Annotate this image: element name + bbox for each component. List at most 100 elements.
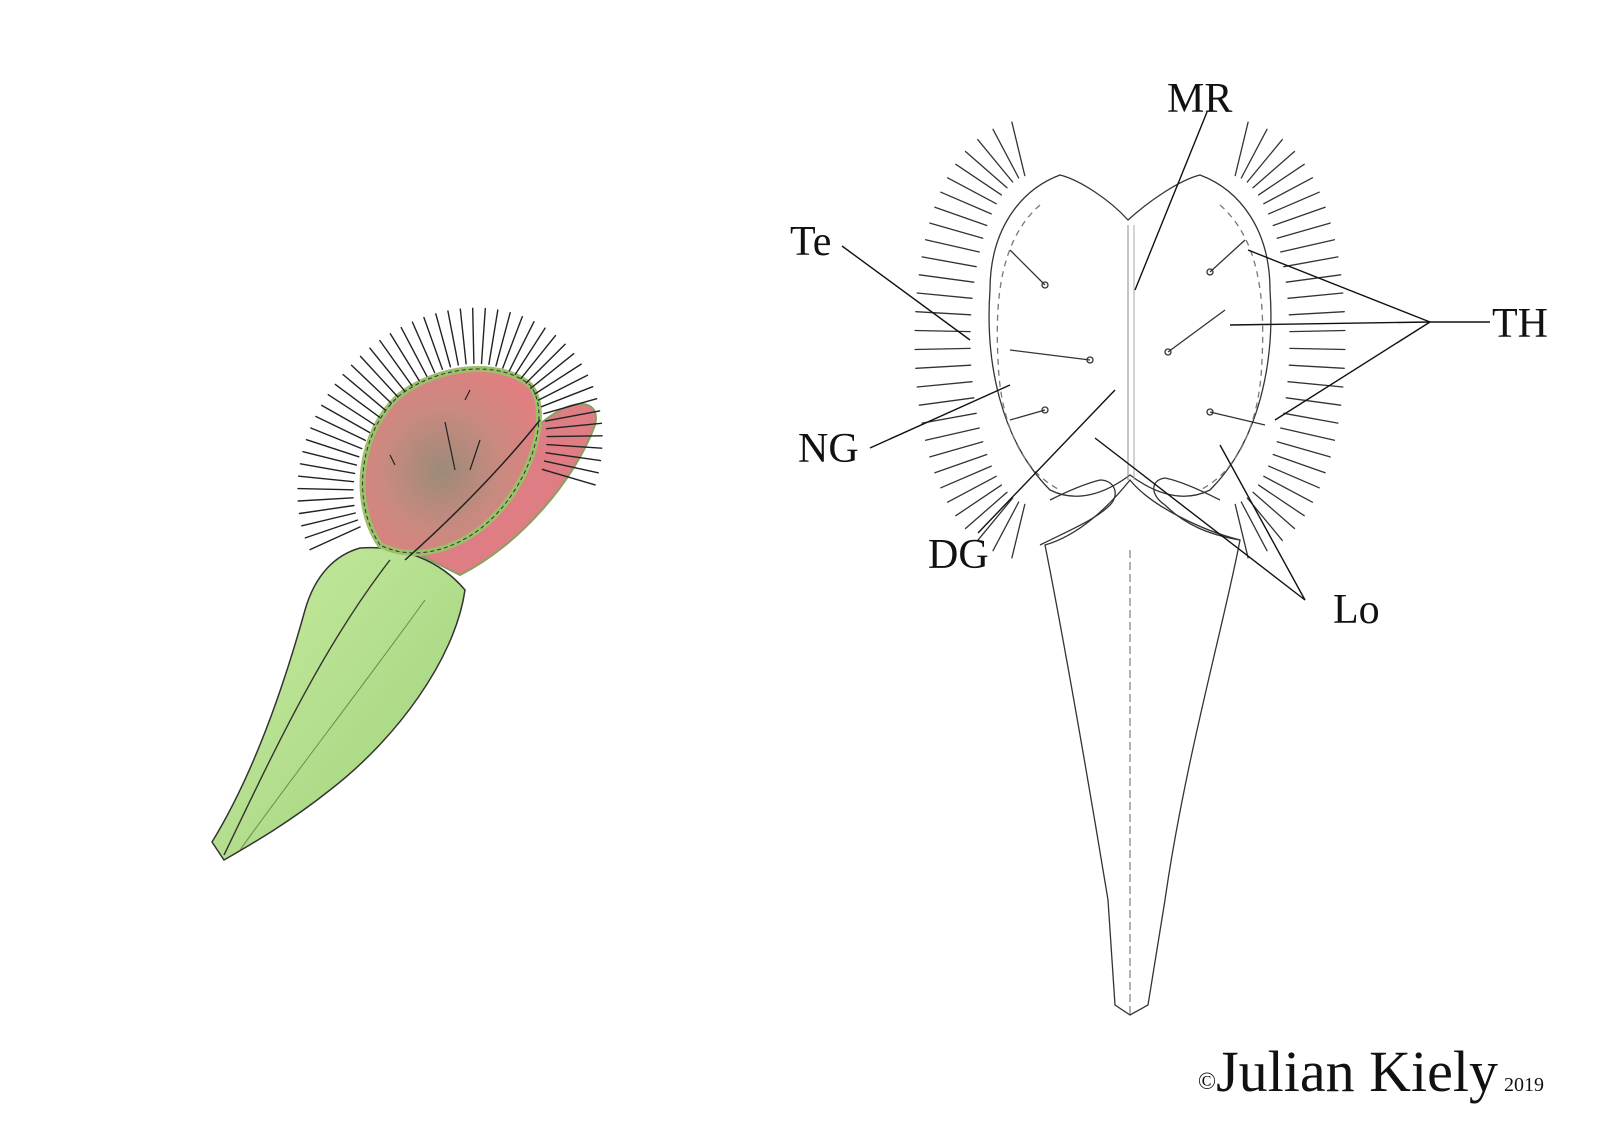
trap-tooth — [1263, 177, 1314, 205]
trap-tooth — [302, 451, 358, 466]
trap-tooth — [321, 404, 371, 434]
trap-tooth — [1288, 364, 1345, 369]
trap-tooth — [1285, 397, 1342, 406]
trap-tooth — [964, 150, 1008, 189]
trap-tooth — [1272, 206, 1326, 227]
trap-tooth — [530, 353, 575, 389]
trap-tooth — [297, 497, 354, 502]
trap-tooth — [924, 239, 980, 253]
trap-tooth — [299, 463, 356, 475]
trap-tooth — [1246, 138, 1283, 183]
trap-tooth — [543, 398, 598, 415]
copyright-notice: ©Julian Kiely 2019 — [1198, 1038, 1544, 1105]
trap-tooth — [534, 363, 582, 395]
trap-tooth — [435, 313, 452, 368]
trap-tooth — [914, 329, 971, 333]
trap-tooth — [1280, 239, 1336, 253]
label-mr: MR — [1167, 76, 1232, 122]
trap-tooth — [1263, 475, 1314, 503]
trap-tooth — [304, 519, 359, 539]
trap-tooth — [1283, 412, 1339, 424]
trap-tooth — [940, 191, 992, 215]
trap-tooth — [541, 468, 596, 486]
label-te: Te — [790, 219, 831, 265]
trap-tooth — [540, 386, 594, 408]
label-lo: Lo — [1333, 587, 1380, 633]
trap-tooth — [298, 504, 355, 515]
trap-tooth — [1257, 484, 1305, 517]
trap-tooth — [921, 256, 977, 268]
colored-trap-illustration — [211, 307, 603, 862]
trap-tooth — [480, 307, 486, 365]
trap-tooth — [1289, 329, 1346, 333]
trap-tooth — [977, 138, 1014, 183]
trap-tooth — [400, 326, 428, 377]
lobe-outline — [988, 174, 1272, 497]
trap-tooth — [545, 422, 603, 430]
leader-lines — [841, 111, 1490, 601]
trap-tooth — [525, 343, 566, 384]
trap-tooth — [1287, 292, 1344, 299]
petiole-outline — [1044, 478, 1241, 1016]
trap-tooth — [921, 412, 977, 424]
trap-tooth — [305, 439, 360, 458]
trap-tooth — [495, 312, 511, 367]
trap-tooth — [1234, 503, 1249, 559]
trap-tooth — [543, 460, 599, 474]
trap-tooth — [918, 397, 975, 406]
trap-tooth — [955, 163, 1003, 196]
trap-tooth — [977, 497, 1014, 542]
trap-tooth — [1268, 191, 1320, 215]
trap-tooth — [1289, 347, 1346, 351]
trap-tooth — [514, 327, 546, 375]
trap-tooth — [1276, 441, 1331, 458]
trap-tooth — [297, 487, 354, 491]
copyright-author: Julian Kiely — [1216, 1039, 1498, 1104]
trap-tooth — [537, 374, 589, 401]
trap-tooth — [946, 177, 997, 205]
label-dg: DG — [928, 532, 989, 578]
trap-tooth — [992, 128, 1020, 179]
trap-tooth — [379, 339, 413, 387]
trap-tooth — [1011, 503, 1026, 559]
trap-tooth — [946, 475, 997, 503]
trap-tooth — [1234, 121, 1249, 177]
trap-tooth — [334, 383, 381, 418]
copyright-year: 2019 — [1504, 1074, 1544, 1096]
trap-tooth — [924, 427, 980, 441]
trap-tooth — [934, 206, 988, 227]
trap-tooth — [423, 316, 444, 370]
trap-tooth — [1240, 128, 1268, 179]
trap-tooth — [309, 526, 361, 551]
trap-tooth — [1257, 163, 1305, 196]
trap-tooth — [1287, 381, 1344, 388]
trap-tooth — [1272, 453, 1326, 474]
trap-tooth — [1252, 150, 1296, 189]
trap-tooth — [1280, 427, 1336, 441]
trap-tooth — [1252, 491, 1296, 530]
trap-tooth — [520, 334, 557, 380]
label-ng: NG — [798, 426, 859, 472]
trap-tooth — [1240, 501, 1268, 552]
trap-tooth — [301, 512, 356, 527]
trap-tooth — [915, 364, 972, 369]
outline-trap-diagram — [914, 121, 1346, 1016]
trap-tooth — [1268, 465, 1320, 489]
trap-tooth — [940, 465, 992, 489]
trap-tooth — [915, 311, 972, 316]
trap-tooth — [918, 274, 975, 283]
trap-tooth — [1285, 274, 1342, 283]
trap-tooth — [992, 501, 1020, 552]
trap-tooth — [342, 373, 386, 411]
trap-tooth — [1276, 222, 1331, 239]
trap-tooth — [546, 443, 603, 449]
trap-tooth — [544, 410, 601, 422]
copyright-symbol: © — [1197, 1069, 1217, 1095]
trap-tooth — [472, 307, 475, 364]
trap-tooth — [298, 475, 355, 483]
trap-tooth — [508, 321, 535, 372]
trap-tooth — [1011, 121, 1026, 177]
trap-tooth — [929, 222, 984, 239]
trap-tooth — [955, 484, 1003, 517]
